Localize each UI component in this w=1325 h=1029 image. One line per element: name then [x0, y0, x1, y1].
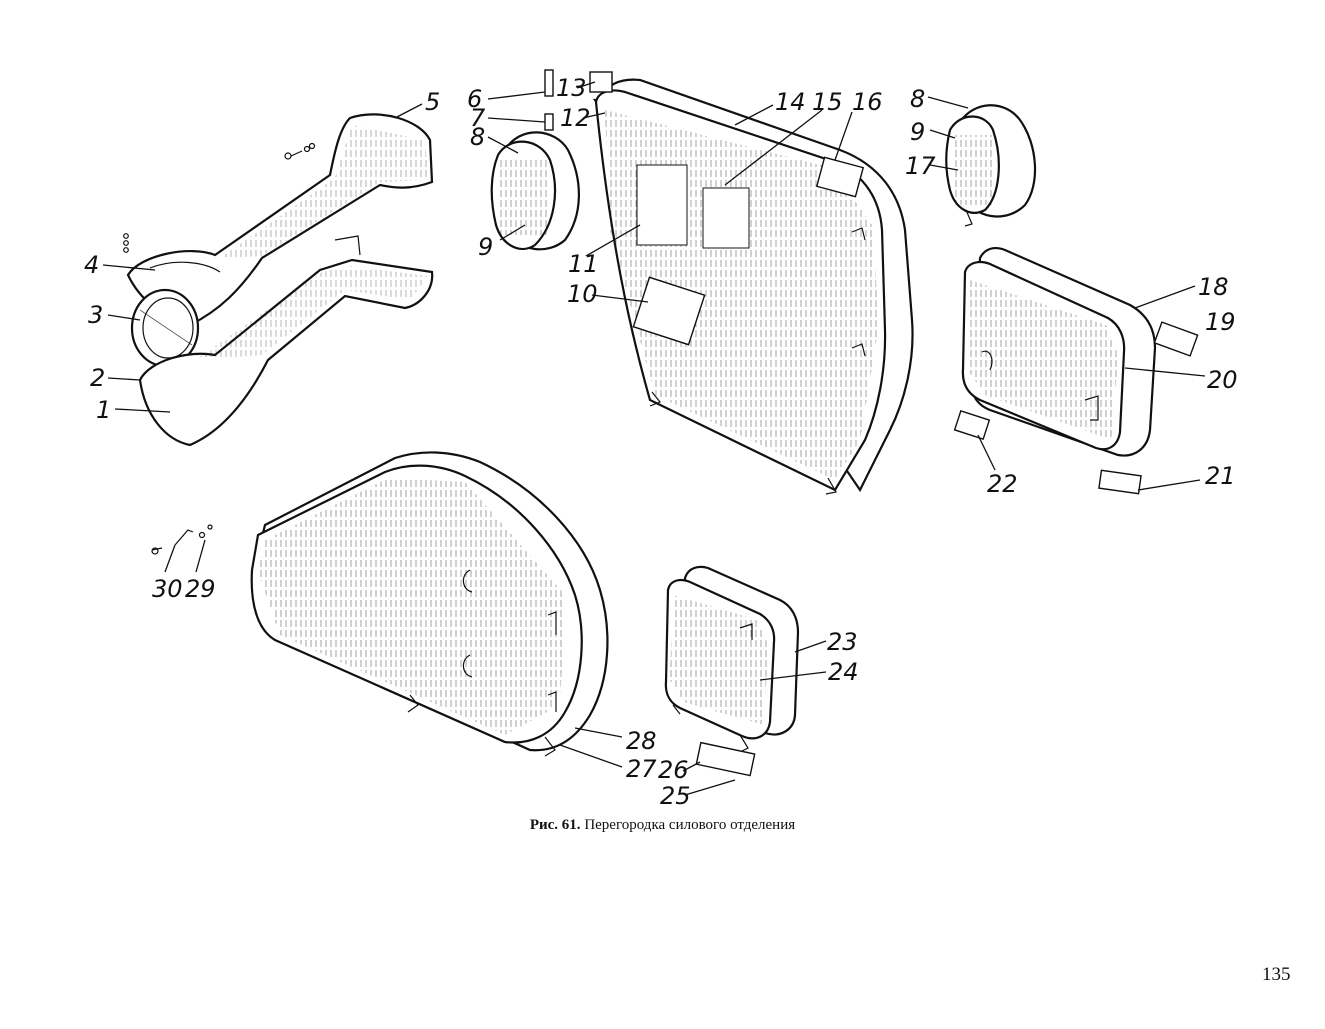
callout-2: 2: [90, 364, 105, 392]
figure-caption-prefix: Рис. 61.: [529, 817, 581, 833]
callout-24: 24: [828, 658, 859, 686]
callout-25: 25: [660, 782, 691, 810]
small-oval-hatch-left: [490, 69, 580, 251]
callout-10: 10: [567, 280, 598, 308]
large-partition-panel: [589, 71, 914, 495]
callout-8-right: 8: [910, 85, 925, 113]
callout-8: 8: [470, 123, 485, 151]
callout-30: 30: [152, 575, 183, 603]
callout-21: 21: [1205, 462, 1236, 490]
callout-4: 4: [84, 251, 99, 279]
callout-29: 29: [185, 575, 216, 603]
callout-7: 7: [470, 104, 486, 132]
callout-6: 6: [467, 85, 482, 113]
callout-15: 15: [812, 88, 843, 116]
callout-18: 18: [1198, 273, 1229, 301]
callout-16: 16: [852, 88, 883, 116]
callout-9-right: 9: [910, 118, 925, 146]
callout-3: 3: [88, 301, 103, 329]
callout-5: 5: [425, 88, 440, 116]
small-rectangular-hatch: [664, 565, 800, 777]
figure-caption-text: Перегородка силового отделения: [584, 817, 796, 833]
callout-28: 28: [626, 727, 657, 755]
callout-22: 22: [987, 470, 1018, 498]
callout-20: 20: [1207, 366, 1238, 394]
callout-23: 23: [827, 628, 858, 656]
bolt-icon: [123, 142, 316, 253]
callout-13: 13: [556, 74, 587, 102]
callout-19: 19: [1205, 308, 1236, 336]
figure-caption: Рис. 61. Перегородка силового отделения: [0, 817, 1325, 834]
callout-26: 26: [658, 756, 689, 784]
callout-11: 11: [568, 250, 599, 278]
leader-lines: [102, 81, 1206, 796]
callout-14: 14: [775, 88, 806, 116]
callout-27: 27: [626, 755, 657, 783]
callout-17: 17: [905, 152, 936, 180]
large-d-shaped-hatch: [151, 451, 609, 757]
rectangular-hatch-upper-right: [953, 247, 1199, 495]
callout-12: 12: [560, 104, 591, 132]
callout-9: 9: [478, 233, 493, 261]
callout-1: 1: [96, 396, 111, 424]
small-oval-hatch-right: [945, 104, 1037, 227]
duct-assembly: [123, 113, 434, 447]
callout-labels: 1 2 3 4 5 6 7 8 9 10 11 12 13 14 15 16 8…: [84, 74, 1238, 810]
page-number: 135: [1262, 964, 1291, 985]
